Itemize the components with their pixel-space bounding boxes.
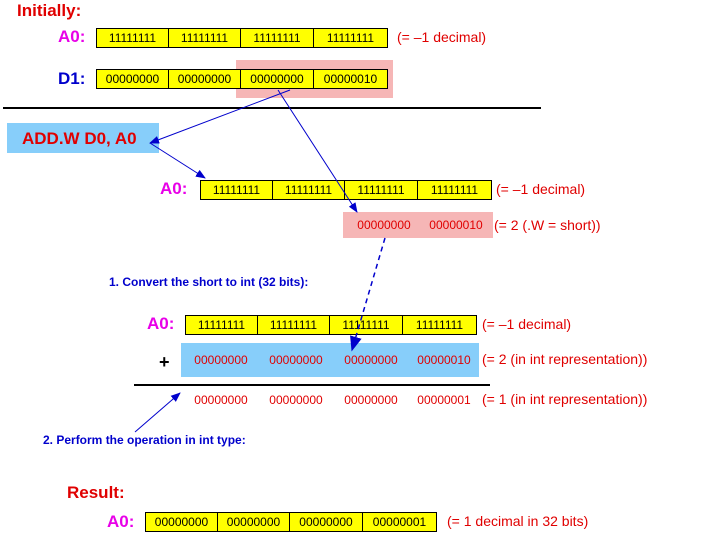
- byte-cell: 00000000: [241, 70, 314, 88]
- a0-initial-note: (= –1 decimal): [397, 29, 487, 45]
- byte-cell: 11111111: [186, 316, 258, 334]
- d1-register: 00000000 00000000 00000000 00000010: [96, 69, 388, 89]
- sum-divider: [134, 384, 490, 386]
- byte-cell: 00000001: [417, 393, 471, 407]
- byte-cell: 11111111: [415, 318, 464, 332]
- a0-third-note: (= –1 decimal): [482, 316, 572, 332]
- byte-cell: 00000000: [194, 353, 248, 367]
- int-value-highlight: [181, 343, 479, 377]
- int-value: 00000000 00000000 00000000 00000010: [183, 351, 479, 369]
- short-value: 00000000 00000010: [348, 216, 492, 234]
- byte-cell: 00000010: [417, 353, 471, 367]
- byte-cell: 11111111: [330, 316, 403, 334]
- arrow-instruction-to-a0: [149, 142, 206, 179]
- heading-initially: Initially:: [17, 1, 82, 20]
- sum-value-note: (= 1 (in int representation)): [482, 391, 648, 407]
- byte-cell: 00000000: [269, 353, 323, 367]
- byte-cell: 00000010: [323, 72, 378, 86]
- arrow-step2-to-sum: [134, 392, 181, 433]
- sum-value: 00000000 00000000 00000000 00000001: [183, 391, 479, 409]
- step2-text: 2. Perform the operation in int type:: [43, 433, 246, 447]
- short-value-note: (= 2 (.W = short)): [494, 217, 601, 233]
- byte-cell: 11111111: [169, 29, 241, 47]
- step1-text: 1. Convert the short to int (32 bits):: [109, 275, 309, 289]
- byte-cell: 00000000: [344, 393, 398, 407]
- a0-second-register: 11111111 11111111 11111111 11111111: [200, 180, 492, 200]
- arrow-d1-to-short: [277, 89, 358, 213]
- byte-cell: 11111111: [430, 183, 479, 197]
- heading-result: Result:: [67, 483, 125, 502]
- a0-initial-label: A0:: [58, 27, 86, 46]
- int-value-note: (= 2 (in int representation)): [482, 351, 648, 367]
- byte-cell: 00000000: [218, 513, 290, 531]
- a0-result-note: (= 1 decimal in 32 bits): [447, 513, 589, 529]
- a0-third-register: 11111111 11111111 11111111 11111111: [185, 315, 477, 335]
- arrow-short-to-int: [350, 237, 386, 352]
- a0-second-label: A0:: [160, 179, 188, 198]
- a0-second-note: (= –1 decimal): [496, 181, 586, 197]
- byte-cell: 11111111: [326, 31, 375, 45]
- byte-cell: 00000000: [194, 393, 248, 407]
- byte-cell: 00000000: [97, 70, 169, 88]
- byte-cell: 00000000: [290, 513, 363, 531]
- byte-cell: 00000000: [344, 353, 398, 367]
- plus-sign: +: [159, 352, 170, 372]
- instruction-highlight: [7, 123, 159, 153]
- byte-cell: 11111111: [345, 181, 418, 199]
- byte-cell: 00000000: [269, 393, 323, 407]
- byte-cell: 00000000: [357, 218, 411, 232]
- instruction-text: ADD.W D0, A0: [22, 129, 137, 148]
- byte-cell: 00000010: [429, 218, 483, 232]
- byte-cell: 11111111: [273, 181, 345, 199]
- a0-result-label: A0:: [107, 512, 135, 531]
- byte-cell: 11111111: [201, 181, 273, 199]
- byte-cell: 00000000: [169, 70, 241, 88]
- arrow-d1-to-instruction: [149, 89, 291, 144]
- a0-result-register: 00000000 00000000 00000000 00000001: [145, 512, 437, 532]
- byte-cell: 11111111: [241, 29, 314, 47]
- a0-initial-register: 11111111 11111111 11111111 11111111: [96, 28, 388, 48]
- byte-cell: 00000001: [372, 515, 427, 529]
- byte-cell: 11111111: [97, 29, 169, 47]
- a0-third-label: A0:: [147, 314, 175, 333]
- byte-cell: 11111111: [258, 316, 330, 334]
- d1-label: D1:: [58, 69, 86, 88]
- short-value-highlight: [343, 212, 493, 238]
- top-divider: [3, 107, 541, 109]
- byte-cell: 00000000: [146, 513, 218, 531]
